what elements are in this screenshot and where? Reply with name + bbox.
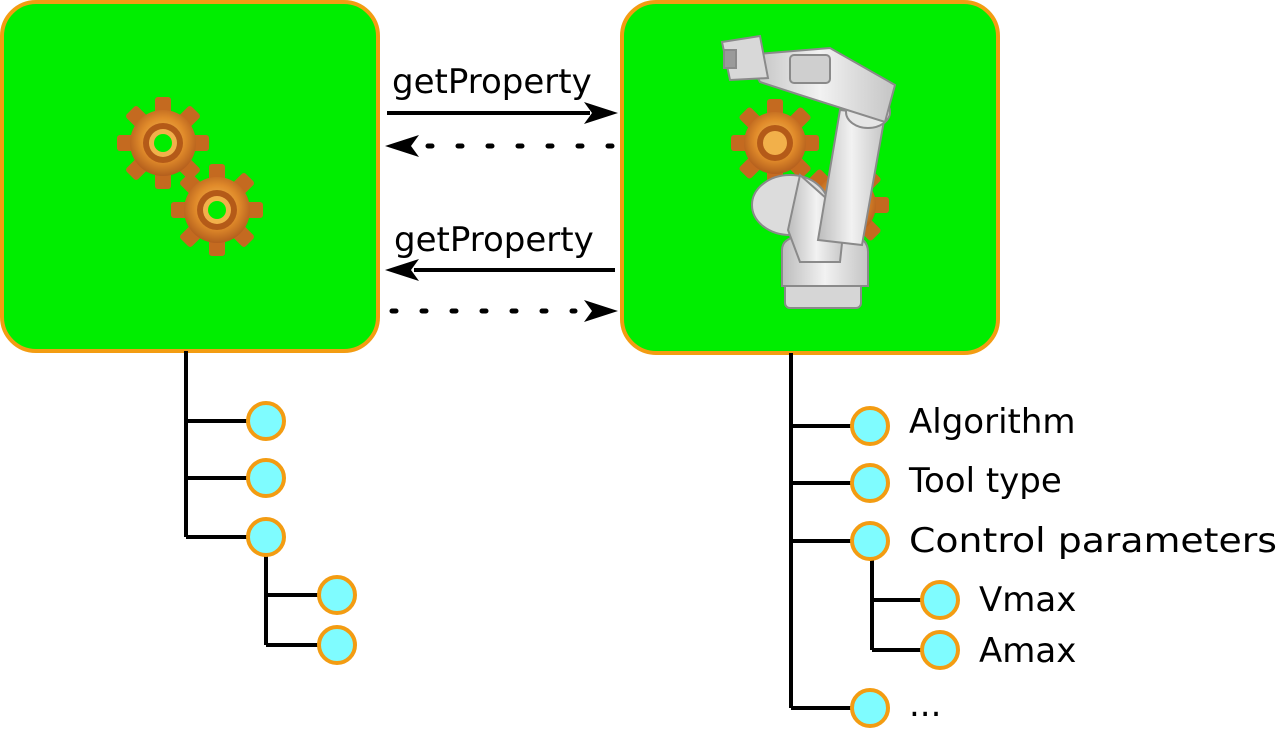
property-label-more: ... — [909, 685, 941, 725]
property-node — [850, 521, 890, 561]
property-node — [850, 688, 890, 728]
property-node — [246, 517, 286, 557]
right-component-box — [620, 0, 1000, 355]
property-node — [246, 458, 286, 498]
property-node — [317, 575, 357, 615]
property-label-amax: Amax — [979, 631, 1076, 671]
request-arrow-top — [387, 102, 618, 124]
top-arrow-label: getProperty — [392, 62, 592, 102]
property-label-algorithm: Algorithm — [909, 402, 1076, 442]
property-node — [850, 406, 890, 446]
right-property-tree — [789, 353, 922, 710]
property-node — [850, 463, 890, 503]
property-label-vmax: Vmax — [979, 580, 1076, 620]
robot-arm-icon — [720, 34, 897, 309]
property-node — [246, 401, 286, 441]
property-label-control-parameters: Control parameters — [909, 521, 1277, 561]
left-property-tree — [184, 351, 320, 647]
bottom-arrow-label: getProperty — [394, 220, 594, 260]
request-arrow-bottom — [385, 259, 615, 281]
response-arrow-top — [385, 135, 618, 157]
property-label-tool-type: Tool type — [908, 461, 1062, 501]
response-arrow-bottom — [389, 300, 618, 322]
property-node — [920, 630, 960, 670]
property-node — [317, 625, 357, 665]
property-node — [920, 580, 960, 620]
gears-icon — [117, 97, 263, 256]
